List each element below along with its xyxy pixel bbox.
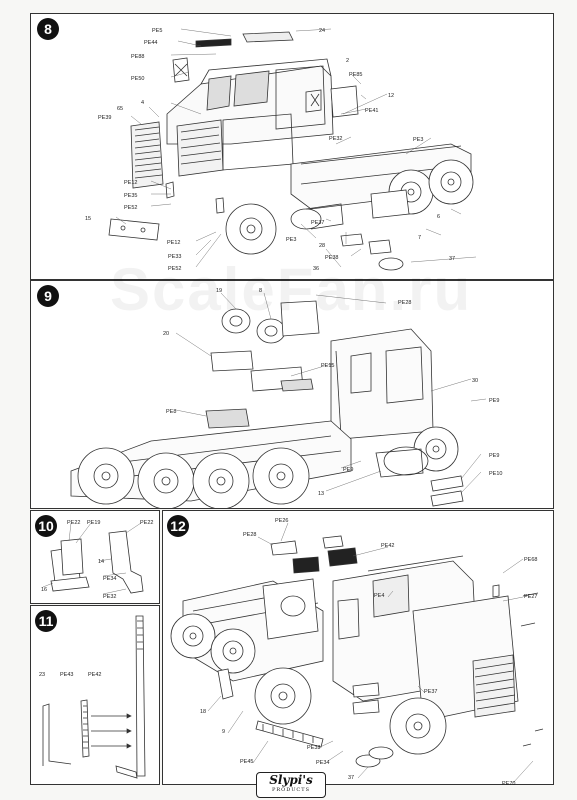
part-label: PE45 [240,759,254,765]
part-label: PE42 [381,543,395,549]
part-label: PE10 [489,471,503,477]
part-label: 13 [318,491,325,497]
step-9-panel: 9 [30,280,554,509]
part-label: PE43 [60,672,74,678]
step-11-panel: 11 [30,605,160,785]
part-label: PE27 [524,594,538,600]
step-8-panel: 8 [30,13,554,280]
part-label: PE52 [124,205,138,211]
part-label: PE38 [325,255,339,261]
step-12-badge: 12 [167,515,189,537]
part-label: PE4 [374,593,385,599]
part-label: PE37 [424,689,438,695]
part-label: PE9 [489,398,500,404]
part-label: PE32 [103,594,117,600]
step-9-chassis-drawing [70,292,487,508]
step-9-badge: 9 [37,285,59,307]
part-label: PE12 [167,240,181,246]
part-label: 12 [388,93,395,99]
part-label: PE34 [316,760,330,766]
part-label: PE19 [87,520,101,526]
part-label: PE33 [168,254,182,260]
part-label: 9 [222,729,226,735]
part-label: PE12 [124,180,138,186]
part-label: PE26 [275,518,289,524]
step-12-panel: 12 [162,510,554,785]
part-label: PE22 [140,520,154,526]
step-10-bracket-drawing [42,522,144,595]
part-label: PE22 [67,520,81,526]
part-label: 2 [346,58,350,64]
part-label: 30 [472,378,479,384]
part-label: PE70 [502,781,516,787]
part-label: PE5 [152,28,163,34]
part-label: 14 [98,559,105,565]
part-label: PE39 [98,115,112,121]
part-label: PE32 [329,136,343,142]
part-label: PE68 [524,557,538,563]
part-label: PE3 [413,137,424,143]
part-label: PE15 [321,363,335,369]
part-label: PE37 [311,220,325,226]
part-label: PE35 [124,193,138,199]
part-label: 19 [216,288,223,294]
part-label: 7 [418,235,422,241]
part-label: PE44 [144,40,158,46]
part-label: PE34 [103,576,117,582]
part-label: 18 [200,709,207,715]
part-label: 20 [163,331,170,337]
part-label: 8 [259,288,263,294]
step-10-panel: 10 [30,510,160,604]
part-label: 24 [319,28,326,34]
part-label: PE3 [286,237,297,243]
brand-name: Slypi's [269,773,313,787]
part-label: 37 [348,775,355,781]
watermark: ScaleFan.ru [110,256,473,323]
part-label: 15 [85,216,92,222]
part-label: PE9 [343,467,354,473]
part-label: 37 [449,256,456,262]
part-label: PE88 [131,54,145,60]
part-label: PE33 [307,745,321,751]
part-label: 4 [141,100,145,106]
step-8-badge: 8 [37,18,59,40]
part-label: PE28 [398,300,412,306]
part-label: PE85 [349,72,363,78]
step-10-badge: 10 [35,515,57,537]
part-label: 16 [41,587,48,593]
part-label: 36 [313,266,320,272]
part-label: PE52 [168,266,182,272]
part-label: 23 [39,672,46,678]
part-label: PE50 [131,76,145,82]
step-11-badge: 11 [35,610,57,632]
brand-sub: PRODUCTS [271,787,311,793]
part-label: PE8 [166,409,177,415]
part-label: PE41 [365,108,379,114]
step-11-ladder-drawing [42,615,146,779]
brand-logo: Slypi's PRODUCTS [256,772,326,798]
part-label: PE42 [88,672,102,678]
part-label: PE9 [489,453,500,459]
part-label: PE28 [243,532,257,538]
part-label: 28 [319,243,326,249]
part-label: 65 [117,106,124,112]
step-8-truck-cab-drawing [108,28,477,271]
part-label: 6 [437,214,441,220]
step-12-final-assembly-drawing [170,522,544,784]
